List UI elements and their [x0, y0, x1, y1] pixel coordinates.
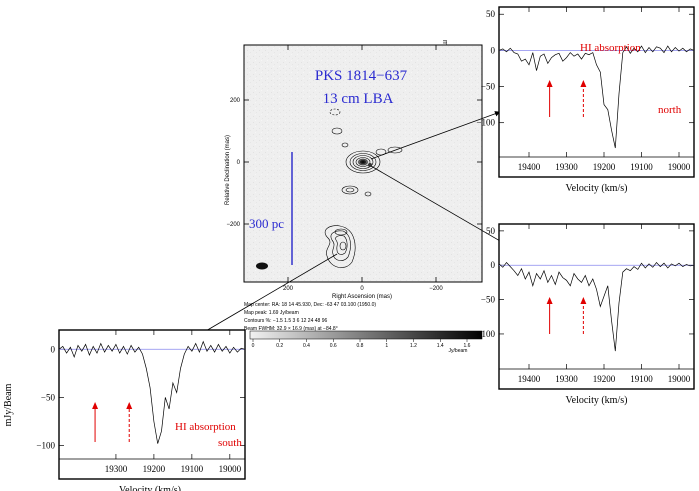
map-axis-ticks	[244, 45, 482, 282]
spectrum-label: north	[658, 104, 682, 116]
colorbar-tick-label: 1.6	[464, 343, 471, 349]
spectrum-line	[498, 261, 695, 352]
colorbar-tick-label: 1	[385, 343, 388, 349]
spectrum-y-label: mJy/Beam	[3, 383, 14, 426]
spectrum-x-tick-label: 19100	[630, 374, 653, 384]
arrow-head	[546, 297, 553, 304]
scale-bar-label: 300 pc	[249, 216, 284, 231]
spectrum-y-tick-label: 0	[491, 260, 496, 270]
map-title-source: PKS 1814−637	[315, 68, 408, 84]
spectrum-y-tick-label: −100	[36, 441, 55, 451]
arrow-head	[580, 80, 587, 87]
beam-ellipse	[256, 262, 268, 270]
spectrum-y-tick-label: −100	[476, 118, 495, 128]
radio-core	[357, 158, 369, 166]
arrow-head	[126, 402, 133, 409]
spectrum-panel-frame	[498, 6, 695, 178]
spectrum-x-tick-label: 19300	[105, 464, 128, 474]
spectrum-x-label: Velocity (km/s)	[566, 395, 628, 406]
spectrum-y-tick-label: 50	[486, 9, 496, 19]
contours	[324, 108, 403, 268]
arrow-head	[546, 80, 553, 87]
spectrum-y-tick-label: −100	[476, 329, 495, 339]
spectrum-x-tick-label: 19100	[630, 162, 653, 172]
spectrum-y-tick-label: −50	[481, 295, 496, 305]
map-y-tick: −200	[226, 222, 240, 228]
map-x-tick: 200	[283, 286, 294, 292]
map-info-line: Map center: RA: 18 14 45.930, Dec: -63 4…	[244, 302, 376, 308]
map-y-tick: 0	[237, 160, 241, 166]
colorbar-ticks: 0 0.2 0.4 0.6 0.8 1 1.2 1.4 1.6	[252, 339, 471, 349]
colorbar-tick-label: 1.4	[437, 343, 444, 349]
middle-spectrum: 50 0 −50 −100 19400 19300 19200 19100 19000Veloc…	[476, 223, 695, 406]
spectrum-x-label: Velocity (km/s)	[566, 183, 628, 194]
colorbar	[249, 330, 483, 340]
spectrum-x-tick-label: 19200	[593, 162, 616, 172]
map-x-label: Right Ascension (mas)	[332, 294, 392, 300]
spectrum-x-tick-label: 19100	[181, 464, 204, 474]
spectrum-x-tick-label: 19200	[143, 464, 166, 474]
spectrum-x-label: Velocity (km/s)	[119, 485, 181, 491]
spectrum-x-tick-label: 19400	[518, 374, 541, 384]
spectrum-x-tick-label: 19300	[555, 374, 578, 384]
map-y-tick: 200	[230, 98, 241, 104]
map-info-line: Contours %: −1.5 1.5 3 6 12 24 48 96	[244, 318, 327, 324]
spectrum-y-tick-label: 0	[491, 45, 496, 55]
spectrum-y-tick-label: 50	[486, 226, 496, 236]
colorbar-tick-label: 1.2	[410, 343, 417, 349]
spectrum-x-tick-label: 19000	[668, 374, 691, 384]
spectrum-y-tick-label: −50	[481, 82, 496, 92]
spectrum-x-tick-label: 19300	[555, 162, 578, 172]
spectrum-x-tick-label: 19000	[219, 464, 242, 474]
colorbar-tick-label: 0.2	[276, 343, 283, 349]
map-x-tick: 0	[360, 286, 364, 292]
colorbar-tick-label: 0.6	[330, 343, 337, 349]
arrow-head	[92, 402, 99, 409]
north-spectrum: 50 0 −50 −100 19400 19300 19200 19100 19000Veloc…	[476, 6, 695, 194]
arrow-to-middle	[370, 165, 520, 253]
spectrum-label: south	[218, 437, 242, 449]
spectrum-panel-frame	[498, 223, 695, 390]
spectrum-y-tick-label: 0	[51, 344, 56, 354]
radio-map: 200 0 −200 Right Ascension (mas) 200 0 −…	[225, 40, 577, 374]
arrow-to-north	[370, 111, 501, 160]
spectrum-label: HI absorption	[175, 421, 236, 433]
map-info-line: Map peak: 1.69 Jy/beam	[244, 310, 299, 316]
colorbar-unit: Jy/beam	[449, 348, 468, 354]
spectrum-x-tick-label: 19000	[668, 162, 691, 172]
map-title-band: 13 cm LBA	[323, 91, 394, 107]
spectrum-y-tick-label: −50	[41, 392, 56, 402]
spectrum-x-tick-label: 19400	[518, 162, 541, 172]
spectrum-line	[58, 340, 246, 444]
colorbar-tick-label: 0.4	[303, 343, 310, 349]
map-y-label: Relative Declination (mas)	[225, 135, 231, 205]
arrow-head	[580, 297, 587, 304]
spectrum-x-tick-label: 19200	[593, 374, 616, 384]
spectrum-line	[498, 45, 695, 149]
colorbar-tick-label: 0	[252, 343, 255, 349]
map-info-line: Beam FWHM: 32.9 × 16.9 (mas) at −84.8°	[244, 326, 338, 332]
map-corner-glyph: m	[441, 40, 448, 46]
colorbar-tick-label: 0.8	[357, 343, 364, 349]
map-x-tick: −200	[429, 286, 443, 292]
spectrum-label: HI absorption	[580, 42, 641, 54]
